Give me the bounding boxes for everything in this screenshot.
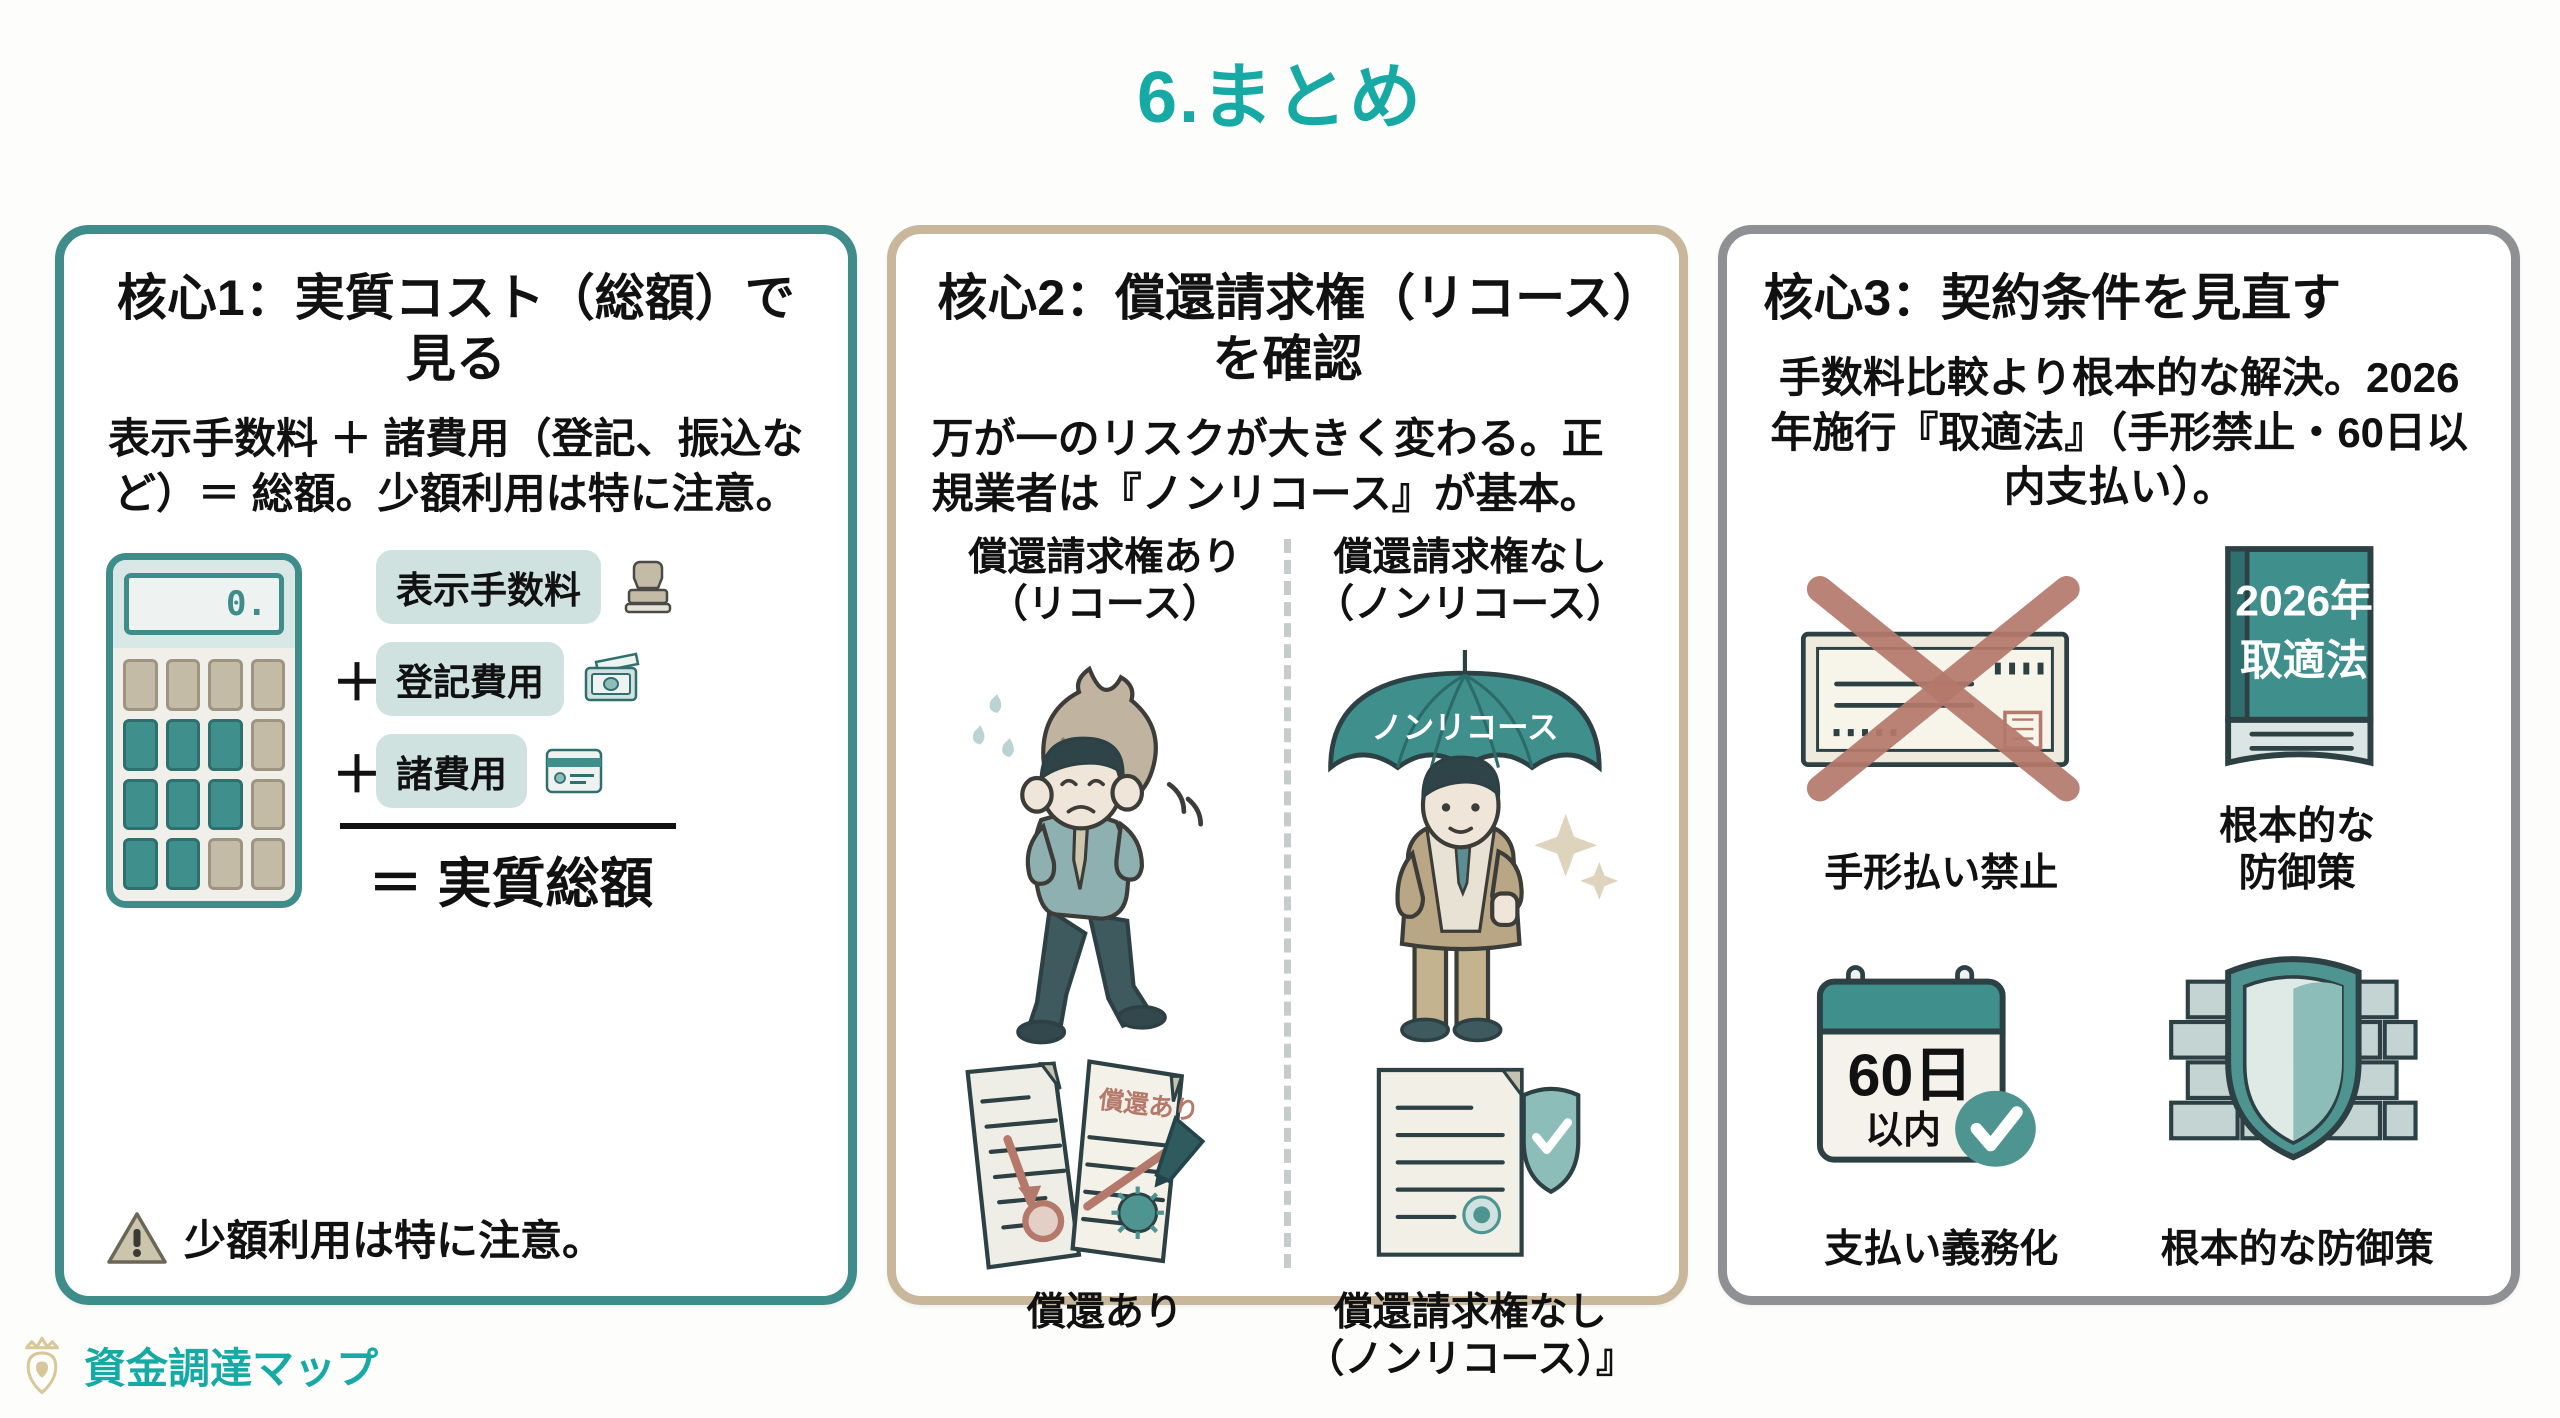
law-book-icon: 2026年 取適法 — [2119, 529, 2475, 804]
cost-row: ＋ 諸費用 — [332, 725, 684, 817]
calculator-key — [208, 718, 243, 771]
measure-cell-bill-ban: 手形払い禁止 — [1763, 529, 2119, 902]
calculator-key — [123, 659, 158, 711]
law-book-name: 取適法 — [2240, 637, 2368, 685]
shield-wall-icon — [2119, 905, 2475, 1227]
warning-text: 少額利用は特に注意。 — [184, 1217, 605, 1264]
calculator-key — [250, 659, 285, 711]
calculator-illustration: 0. — [106, 553, 306, 913]
calendar-60days-icon: 60日 以内 — [1763, 905, 2119, 1227]
total-divider-line — [340, 823, 676, 830]
card-3-illustration: 手形払い禁止 2026年 — [1763, 529, 2475, 1278]
recourse-footer-label: 償還あり — [1026, 1290, 1183, 1334]
money-wallet-icon — [578, 648, 644, 710]
page-title: 6.まとめ — [1136, 58, 1424, 138]
calculator-top: 0. — [113, 560, 295, 649]
crown-map-pin-icon — [16, 1334, 68, 1396]
calculator-key — [208, 659, 243, 711]
measures-grid: 手形払い禁止 2026年 — [1763, 529, 2475, 1278]
calculator-keys — [113, 648, 295, 901]
calculator-key — [123, 778, 158, 831]
chip-misc-fee: 諸費用 — [376, 734, 527, 809]
card-1-body: 表示手数料 ＋ 諸費用（登記、振込など）＝ 総額。少額利用は特に注意。 — [108, 415, 804, 517]
chip-registration-fee: 登記費用 — [376, 642, 564, 717]
non-recourse-heading: 償還請求権なし （ノンリコース） — [1315, 536, 1626, 626]
non-recourse-footer-label: 償還請求権なし （ノンリコース）』 — [1305, 1290, 1635, 1381]
measure-label-bill-ban: 手形払い禁止 — [1824, 851, 2059, 895]
card-2-title: 核心2：償還請求権（リコース）を確認 — [937, 270, 1638, 387]
operator-symbol: ＋ — [332, 747, 382, 804]
calculator-display: 0. — [124, 573, 284, 636]
calculator-key — [165, 838, 200, 891]
card-1-illustration: 0. — [100, 535, 812, 1278]
card-core-3: 核心3：契約条件を見直す 手数料比較より根本的な解決。2026年施行『取適法』（… — [1718, 225, 2521, 1305]
law-book-year: 2026年 — [2235, 577, 2373, 625]
warning-triangle-icon — [106, 1209, 168, 1267]
measure-label-defense-2: 根本的な防御策 — [2160, 1228, 2434, 1272]
calculator-key — [208, 838, 243, 891]
recourse-column: 償還請求権あり （リコース） — [932, 535, 1278, 1334]
calculator-key — [123, 718, 158, 771]
man-with-umbrella-icon: ノンリコース — [1297, 629, 1643, 1049]
calculator-key — [165, 718, 200, 771]
certified-document-icon — [1297, 1049, 1643, 1290]
calculator-key — [123, 838, 158, 891]
measure-label-defense: 根本的な 防御策 — [2219, 804, 2376, 895]
measure-cell-shield-wall: 根本的な防御策 — [2119, 905, 2475, 1278]
recourse-comparison: 償還請求権あり （リコース） — [932, 535, 1644, 1381]
card-1-title: 核心1：実質コスト（総額）で見る — [116, 270, 795, 387]
operator-symbol: ＋ — [332, 655, 382, 712]
calculator-key — [208, 778, 243, 831]
calculator-key — [250, 838, 285, 891]
measure-cell-60days: 60日 以内 支払い義務化 — [1763, 905, 2119, 1278]
cards-container: 核心1：実質コスト（総額）で見る 表示手数料 ＋ 諸費用（登記、振込など）＝ 総… — [55, 225, 2521, 1381]
cost-row: ＋ 登記費用 — [332, 633, 684, 725]
calculator-key — [250, 718, 285, 771]
warning-note: 少額利用は特に注意。 — [106, 1207, 604, 1268]
stressed-man-with-bag-icon — [932, 629, 1278, 1049]
card-2-illustration: 償還請求権あり （リコース） — [932, 535, 1644, 1381]
calculator-icon: 0. — [106, 553, 302, 909]
calendar-within: 以内 — [1865, 1110, 1941, 1152]
calendar-days: 60日 — [1848, 1042, 1973, 1109]
logo-text: 資金調達マップ — [84, 1344, 379, 1392]
card-core-1: 核心1：実質コスト（総額）で見る 表示手数料 ＋ 諸費用（登記、振込など）＝ 総… — [55, 225, 857, 1305]
cost-row: 表示手数料 — [332, 541, 684, 633]
calculator-key — [165, 659, 200, 711]
calculator-key — [250, 778, 285, 831]
card-core-2: 核心2：償還請求権（リコース）を確認 万が一のリスクが大きく変わる。正規業者は『… — [886, 225, 1689, 1381]
calculator-key — [165, 778, 200, 831]
svg-text:ノンリコース: ノンリコース — [1371, 710, 1558, 745]
site-logo[interactable]: 資金調達マップ — [16, 1334, 378, 1396]
chip-display-fee: 表示手数料 — [376, 550, 601, 625]
recourse-heading: 償還請求権あり （リコース） — [968, 536, 1242, 626]
total-amount-label: ＝ 実質総額 — [368, 854, 654, 915]
cost-breakdown-rows: 表示手数料 ＋ 登記費用 — [332, 541, 684, 817]
credit-card-icon — [541, 740, 607, 802]
stamp-icon — [615, 556, 681, 618]
card-3-body: 手数料比較より根本的な解決。2026年施行『取適法』（手形禁止・60日以内支払い… — [1770, 354, 2469, 511]
card-2-body: 万が一のリスクが大きく変わる。正規業者は『ノンリコース』が基本。 — [931, 415, 1604, 517]
card-3-title: 核心3：契約条件を見直す — [1763, 270, 2342, 326]
crossed-out-bill-icon — [1763, 529, 2119, 851]
measure-cell-law-book: 2026年 取適法 根本的な 防御策 — [2119, 529, 2475, 902]
recourse-documents-icon: 償還あり — [932, 1049, 1278, 1290]
comparison-divider — [1284, 539, 1292, 1268]
non-recourse-column: 償還請求権なし （ノンリコース） — [1297, 535, 1643, 1381]
measure-label-payment-duty: 支払い義務化 — [1824, 1228, 2059, 1272]
